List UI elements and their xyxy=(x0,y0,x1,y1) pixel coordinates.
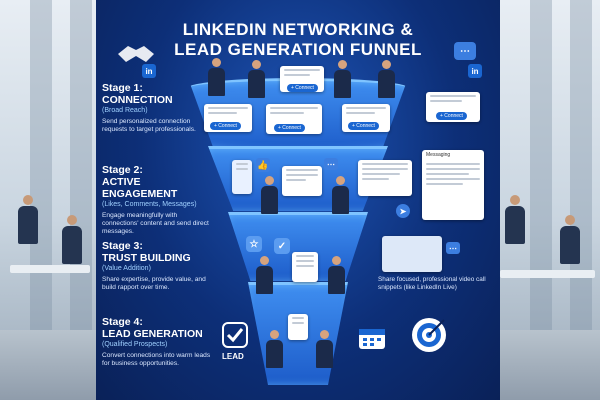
stage-description: Send personalized connection requests to… xyxy=(102,118,196,133)
stage-name: LEAD GENERATION xyxy=(102,328,203,340)
lightbulb-icon: ☆ xyxy=(246,236,262,252)
connect-button[interactable]: + Connect xyxy=(436,112,467,120)
stage-name: CONNECTION xyxy=(102,94,173,106)
professional-figure xyxy=(328,256,345,294)
office-person xyxy=(560,215,580,264)
professional-figure xyxy=(266,330,283,368)
stage-number: Stage 4: xyxy=(102,316,143,328)
linkedin-icon: in xyxy=(142,64,156,78)
linkedin-icon: in xyxy=(468,64,482,78)
professional-figure xyxy=(256,256,273,294)
office-person xyxy=(505,195,525,244)
window-frame xyxy=(70,0,92,330)
stage-subtitle: (Qualified Prospects) xyxy=(102,341,168,348)
messaging-title: Messaging xyxy=(426,152,451,158)
stage-name: ACTIVE ENGAGEMENT xyxy=(102,176,178,200)
chat-bubble-icon: ⋯ xyxy=(454,42,476,60)
stage-1-block: Stage 1: CONNECTION (Broad Reach) Send p… xyxy=(102,82,214,134)
professional-figure xyxy=(378,60,395,98)
stage-description: Engage meaningfully with connections' co… xyxy=(102,212,209,235)
professional-figure xyxy=(261,176,278,214)
document-card xyxy=(288,314,308,340)
chat-panel xyxy=(358,160,412,196)
stage-number: Stage 1: xyxy=(102,82,143,94)
chat-bubble-icon: ⋯ xyxy=(446,242,460,254)
connect-button[interactable]: + Connect xyxy=(210,122,241,130)
stage-description: Share expertise, provide value, and buil… xyxy=(102,276,206,291)
stage-number: Stage 2: xyxy=(102,164,143,176)
professional-figure xyxy=(334,60,351,98)
poster-title-line1: LINKEDIN NETWORKING & xyxy=(182,20,414,39)
phone-screen xyxy=(232,160,252,194)
funnel-poster: LINKEDIN NETWORKING & LEAD GENERATION FU… xyxy=(96,0,500,400)
connect-button[interactable]: + Connect xyxy=(348,122,379,130)
office-person xyxy=(62,215,82,264)
stage-subtitle: (Broad Reach) xyxy=(102,107,148,114)
post-card xyxy=(282,166,322,196)
stage-3-block: Stage 3: TRUST BUILDING (Value Addition)… xyxy=(102,240,214,292)
shield-icon: ✓ xyxy=(274,238,290,254)
thumbs-up-icon: 👍 xyxy=(256,158,270,172)
office-desk xyxy=(500,270,595,278)
send-icon: ➤ xyxy=(396,204,410,218)
connect-button[interactable]: + Connect xyxy=(287,84,318,92)
connect-button[interactable]: + Connect xyxy=(274,124,305,132)
office-desk xyxy=(10,265,90,273)
stage3-side-note: Share focused, professional video call s… xyxy=(378,276,486,291)
video-call-window xyxy=(382,236,442,272)
poster-title-line2: LEAD GENERATION FUNNEL xyxy=(174,40,422,59)
professional-figure xyxy=(332,176,349,214)
office-person xyxy=(18,195,38,244)
stage-4-block: Stage 4: LEAD GENERATION (Qualified Pros… xyxy=(102,316,214,368)
stage-name: TRUST BUILDING xyxy=(102,252,191,264)
professional-figure xyxy=(248,60,265,98)
stage-subtitle: (Likes, Comments, Messages) xyxy=(102,201,197,208)
target-icon xyxy=(412,318,446,352)
stage-description: Convert connections into warm leads for … xyxy=(102,352,211,367)
professional-figure xyxy=(316,330,333,368)
professional-figure xyxy=(208,58,225,96)
stage-number: Stage 3: xyxy=(102,240,143,252)
window-frame xyxy=(30,0,52,330)
window-frame xyxy=(530,0,552,330)
stage-2-block: Stage 2: ACTIVE ENGAGEMENT (Likes, Comme… xyxy=(102,164,214,236)
comment-icon: ⋯ xyxy=(324,158,338,170)
window-frame xyxy=(570,0,592,330)
lead-label: LEAD xyxy=(222,352,244,361)
checkmark-icon xyxy=(222,322,248,348)
handshake-icon xyxy=(118,46,154,62)
calendar-icon xyxy=(359,329,385,349)
stage-subtitle: (Value Addition) xyxy=(102,265,151,272)
messaging-window: Messaging xyxy=(422,150,484,220)
document-card xyxy=(292,252,318,282)
